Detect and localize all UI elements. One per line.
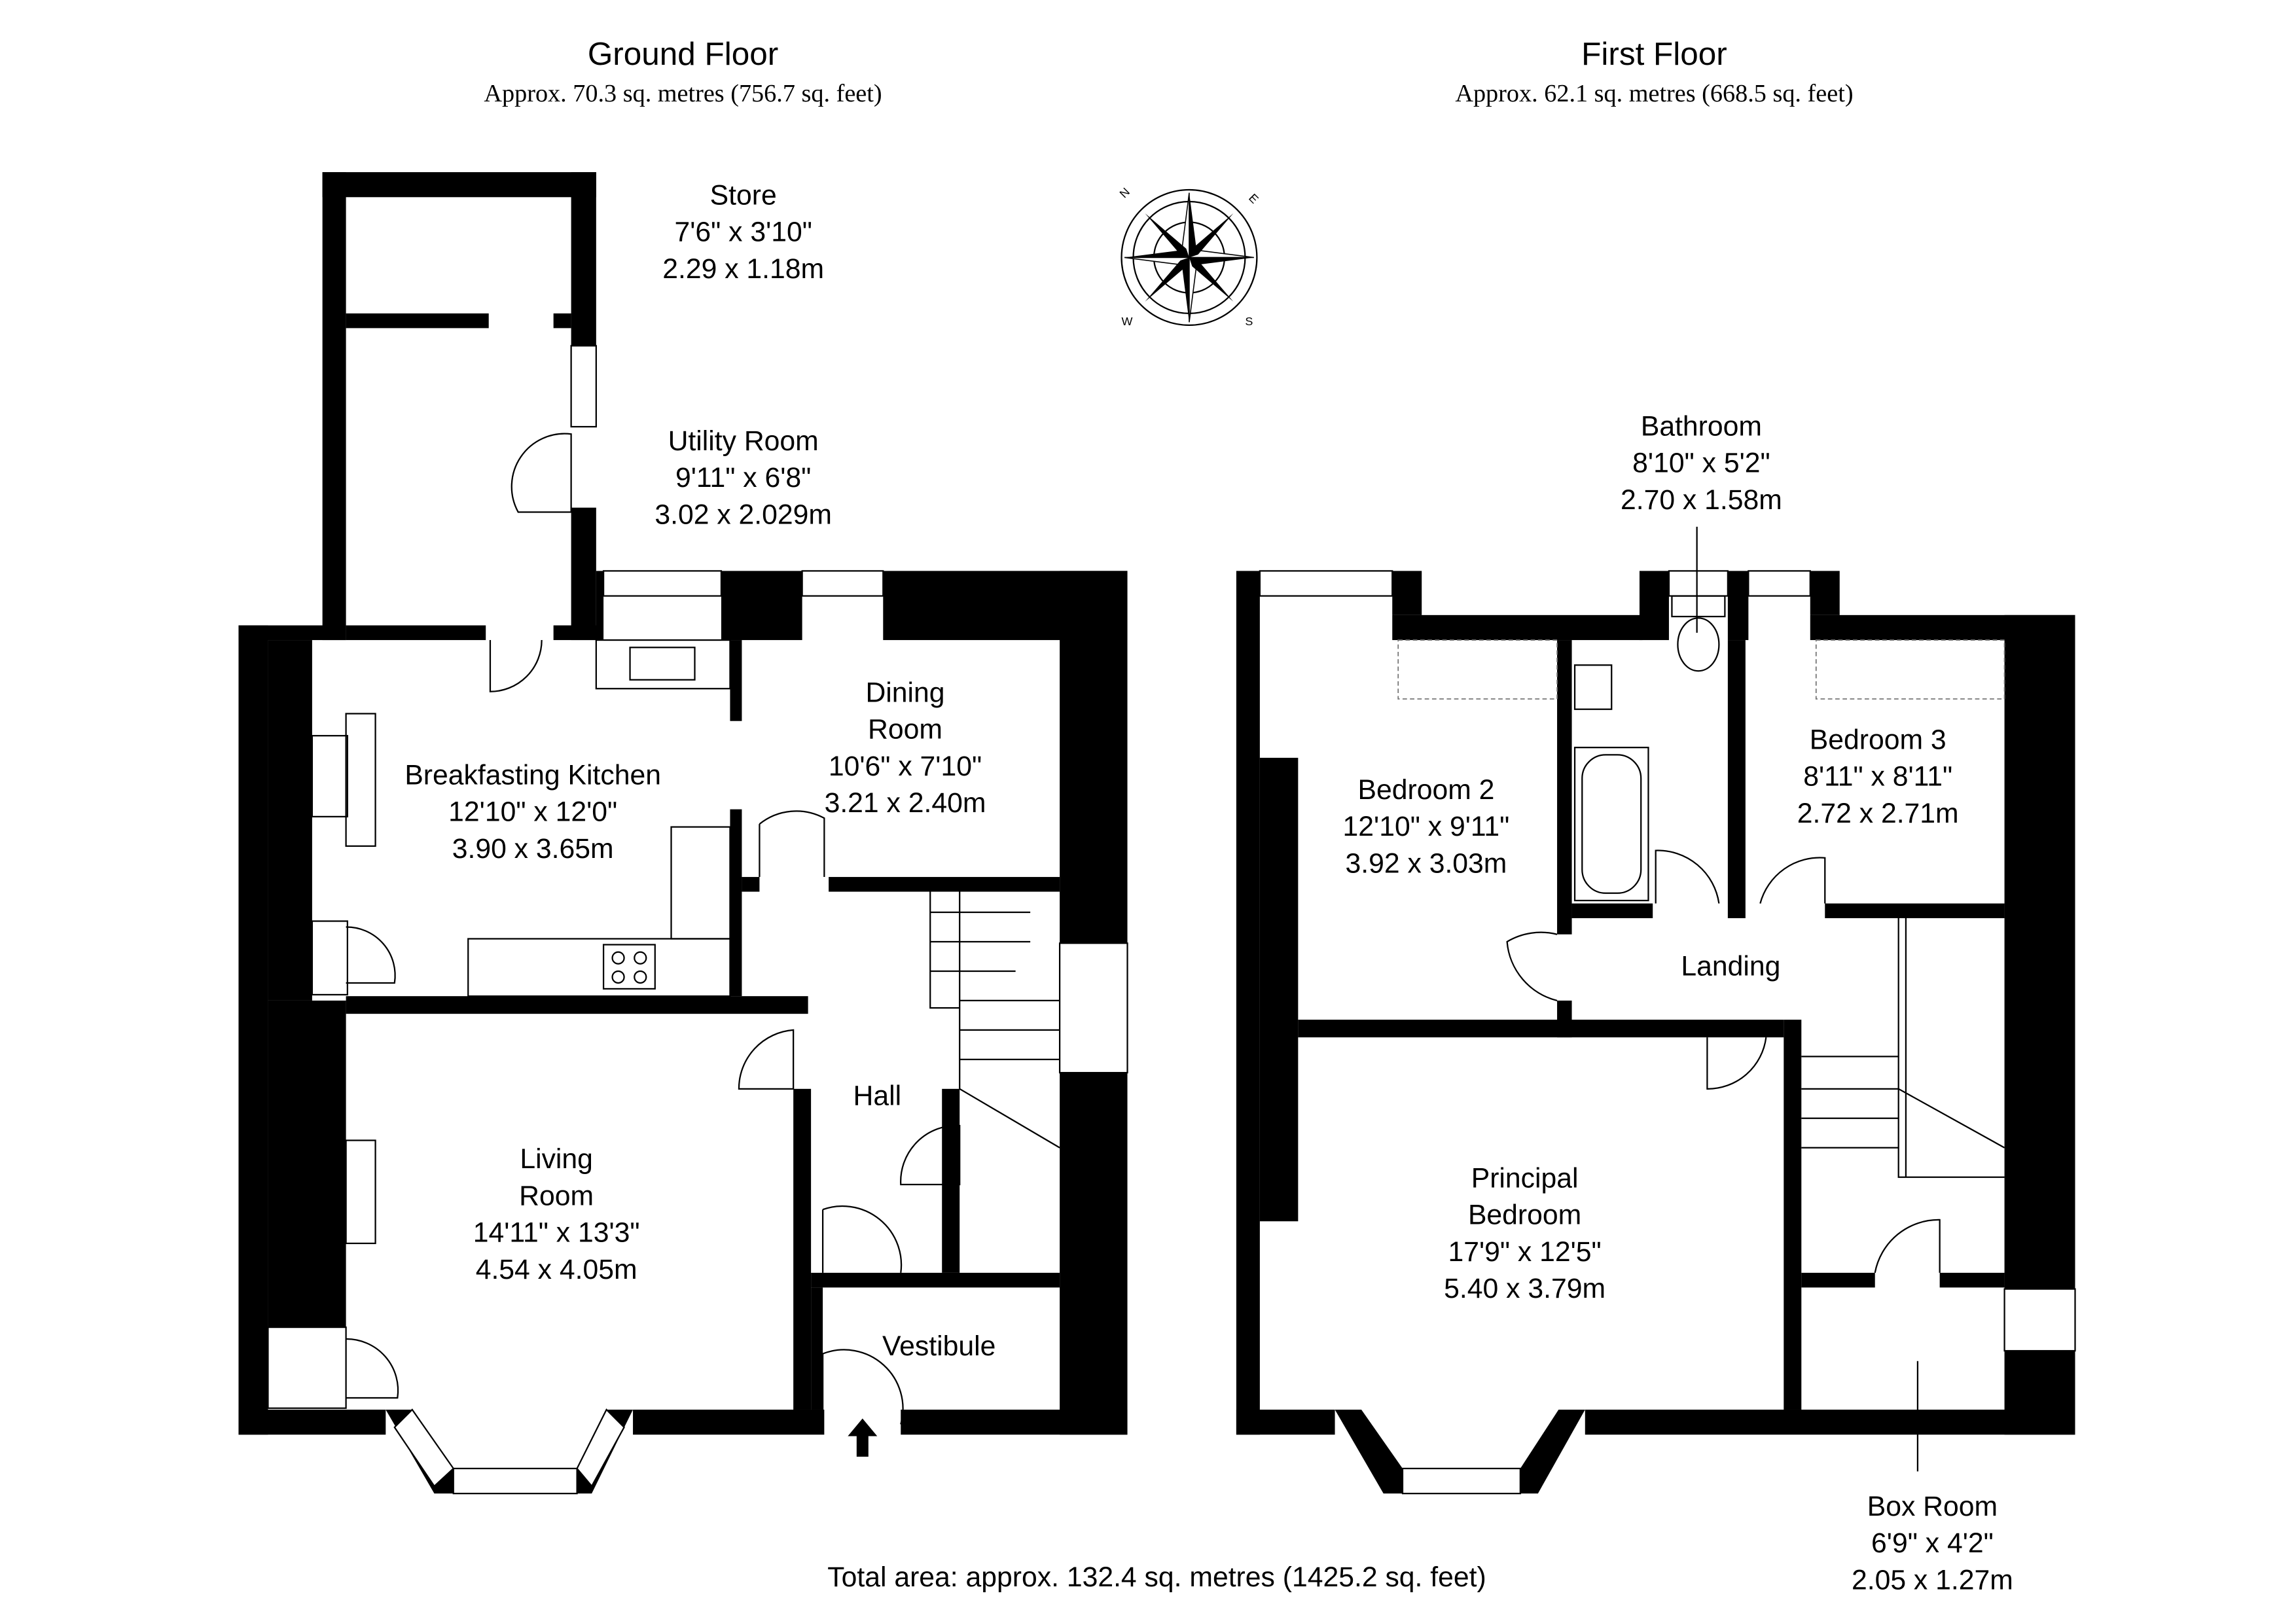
svg-text:8'10" x 5'2": 8'10" x 5'2" [1632,448,1770,479]
svg-text:2.72 x 2.71m: 2.72 x 2.71m [1797,798,1959,829]
room-label-utility: Utility Room 9'11" x 6'8" 3.02 x 2.029m [655,425,832,530]
room-label-bedroom-3: Bedroom 3 8'11" x 8'11" 2.72 x 2.71m [1797,724,1959,829]
svg-text:Room: Room [519,1180,594,1211]
staircase [929,891,1060,1149]
svg-text:9'11" x 6'8": 9'11" x 6'8" [675,462,811,493]
basin-icon [1573,664,1613,710]
room-label-bedroom-2: Bedroom 2 12'10" x 9'11" 3.92 x 3.03m [1343,774,1510,879]
svg-text:10'6" x 7'10": 10'6" x 7'10" [829,751,982,782]
svg-text:Bedroom 3: Bedroom 3 [1810,724,1946,755]
svg-text:Bathroom: Bathroom [1641,411,1762,442]
compass-s: S [1245,315,1253,328]
svg-text:Principal: Principal [1471,1162,1579,1194]
svg-text:12'10" x 12'0": 12'10" x 12'0" [448,796,617,828]
ground-floor-title: Ground Floor [588,36,778,72]
room-label-hall: Hall [853,1080,902,1112]
room-label-principal-bedroom: Principal Bedroom 17'9" x 12'5" 5.40 x 3… [1444,1162,1605,1304]
svg-text:Utility Room: Utility Room [668,425,819,457]
svg-text:2.29 x 1.18m: 2.29 x 1.18m [662,253,824,285]
svg-text:3.92 x 3.03m: 3.92 x 3.03m [1346,847,1507,879]
svg-text:8'11" x 8'11": 8'11" x 8'11" [1803,761,1952,793]
svg-text:3.21 x 2.40m: 3.21 x 2.40m [825,787,986,819]
svg-text:Breakfasting Kitchen: Breakfasting Kitchen [404,759,661,791]
first-floor-fixtures [1397,526,2005,1472]
svg-text:4.54 x 4.05m: 4.54 x 4.05m [476,1254,637,1285]
hob-icon [602,944,656,990]
svg-text:5.40 x 3.79m: 5.40 x 3.79m [1444,1273,1605,1304]
svg-text:Bedroom: Bedroom [1468,1200,1581,1231]
room-label-vestibule: Vestibule [882,1330,996,1362]
svg-text:Room: Room [868,714,942,745]
svg-text:12'10" x 9'11": 12'10" x 9'11" [1343,811,1510,842]
svg-text:2.05 x 1.27m: 2.05 x 1.27m [1852,1564,2013,1596]
bath-icon [1573,747,1649,902]
sink-icon [629,647,696,681]
total-area: Total area: approx. 132.4 sq. metres (14… [827,1561,1486,1593]
compass-e: E [1246,191,1261,206]
svg-text:14'11" x 13'3": 14'11" x 13'3" [473,1217,640,1249]
svg-text:Living: Living [520,1143,593,1175]
staircase [1801,918,2005,1178]
svg-text:3.02 x 2.029m: 3.02 x 2.029m [655,499,832,530]
svg-text:Box Room: Box Room [1867,1491,1998,1522]
entrance-arrow-icon [848,1418,878,1457]
room-label-bathroom: Bathroom 8'10" x 5'2" 2.70 x 1.58m [1621,411,1782,516]
toilet-icon [1677,617,1720,672]
svg-text:2.70 x 1.58m: 2.70 x 1.58m [1621,484,1782,516]
room-label-dining: Dining Room 10'6" x 7'10" 3.21 x 2.40m [825,677,986,819]
room-label-box-room: Box Room 6'9" x 4'2" 2.05 x 1.27m [1852,1491,2013,1596]
room-label-living: Living Room 14'11" x 13'3" 4.54 x 4.05m [473,1143,640,1285]
room-label-store: Store 7'6" x 3'10" 2.29 x 1.18m [662,180,824,285]
compass-n: N [1117,185,1132,200]
svg-text:Dining: Dining [865,677,944,708]
svg-text:Bedroom 2: Bedroom 2 [1358,774,1495,806]
first-floor-title: First Floor [1581,36,1727,72]
ground-floor-area: Approx. 70.3 sq. metres (756.7 sq. feet) [484,80,882,107]
first-floor-area: Approx. 62.1 sq. metres (668.5 sq. feet) [1455,80,1853,107]
room-label-landing: Landing [1681,951,1780,982]
svg-text:Store: Store [710,180,777,211]
compass-rose-icon: N E S W [1117,185,1261,328]
first-floor-walls [1236,570,2076,1495]
ground-floor-fixtures [345,433,1060,1457]
svg-text:17'9" x 12'5": 17'9" x 12'5" [1448,1236,1601,1268]
room-label-kitchen: Breakfasting Kitchen 12'10" x 12'0" 3.90… [404,759,661,864]
svg-text:6'9" x 4'2": 6'9" x 4'2" [1871,1527,1994,1559]
ground-floor-walls [238,172,1128,1495]
compass-w: W [1122,315,1133,328]
svg-text:3.90 x 3.65m: 3.90 x 3.65m [452,833,614,865]
svg-text:7'6" x 3'10": 7'6" x 3'10" [674,217,812,248]
